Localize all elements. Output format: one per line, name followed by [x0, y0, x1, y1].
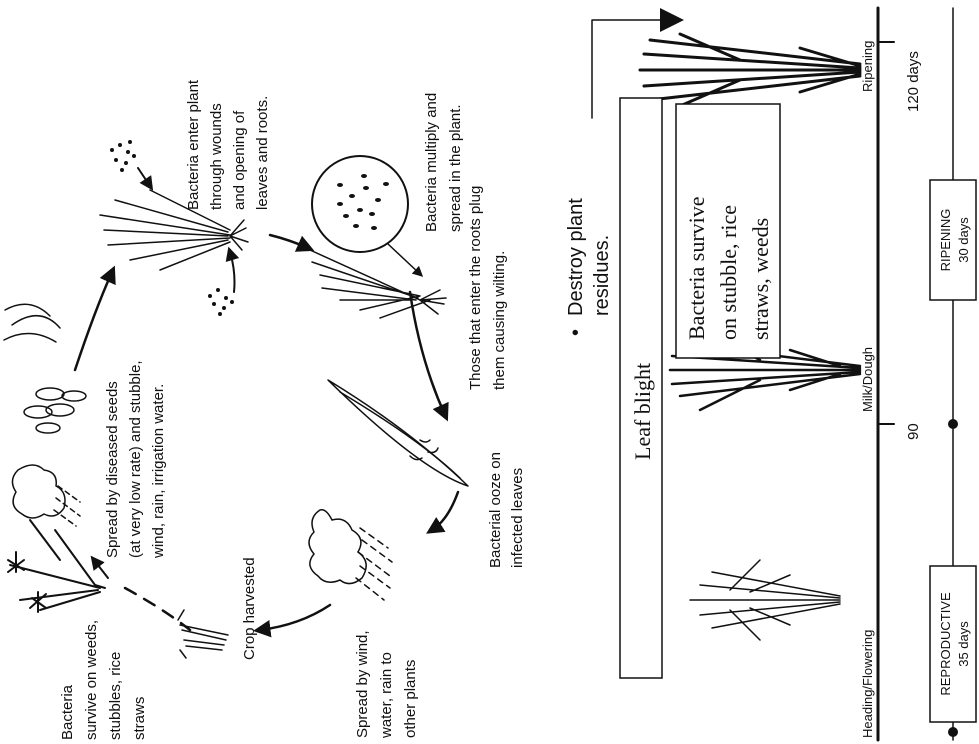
pointer-arrowhead [660, 8, 684, 32]
bullet-destroy: • [565, 329, 587, 336]
label-bacterial-ooze-line: infected leaves [509, 468, 526, 568]
seeds-wind-rain-illustration [4, 304, 86, 526]
label-destroy-residues-line: Destroy plant [565, 198, 587, 316]
label-bacteria-survive-weeds-line: straws [131, 697, 148, 740]
label-enter-plant-line: through wounds [208, 103, 225, 210]
label-bacterial-ooze-line: Bacterial ooze on [487, 452, 504, 568]
label-leaf-blight-line: Leaf blight [630, 363, 655, 460]
stage-ripening: Ripening [860, 41, 875, 92]
label-spread-by-seeds-line: Spread by diseased seeds [104, 381, 121, 558]
rain-cloud-bottom-illustration [309, 510, 392, 600]
phase-ripening-label-line: RIPENING [938, 209, 953, 272]
label-leaf-blight: Leaf blight [630, 363, 655, 460]
label-bacteria-survive-box: Bacteria survive on stubble, rice straws, … [684, 196, 773, 340]
weeds-illustration [8, 520, 105, 612]
tick-label-120-days: 120 days [905, 51, 922, 112]
phase-ripening-label-line: 30 days [956, 217, 971, 263]
label-spread-by-seeds-line: wind, rain, irrigation water. [150, 384, 167, 559]
label-roots-plug-line: them causing wilting. [491, 251, 508, 390]
label-roots-plug-line: Those that enter the roots plug [467, 186, 484, 390]
label-destroy-residues-line: residues. [591, 235, 613, 316]
label-bacteria-survive-box-line: Bacteria survive [684, 196, 709, 340]
plant-ripening [640, 34, 860, 106]
tick-label-90-line: 90 [905, 423, 922, 440]
diagram-labels: Bacteria survive on weeds, stubbles, rice s… [59, 41, 971, 740]
phase-reproductive-label-line: REPRODUCTIVE [938, 592, 953, 696]
label-crop-harvested: Crop harvested [241, 557, 258, 660]
label-spread-by-seeds: Spread by diseased seeds (at very low rat… [104, 360, 167, 559]
label-bacterial-ooze: Bacterial ooze on infected leaves [487, 452, 526, 568]
label-enter-plant-line: and opening of [231, 110, 248, 210]
label-multiply-spread-line: spread in the plant. [447, 104, 464, 232]
label-bacteria-survive-weeds-line: stubbles, rice [107, 652, 124, 740]
label-bacteria-survive-weeds-line: Bacteria [59, 684, 76, 740]
phase-marker-90 [948, 419, 958, 429]
phase-marker-start [948, 727, 958, 737]
infected-leaf-illustration [328, 380, 468, 486]
stage-heading-flowering: Heading/Flowering [860, 630, 875, 738]
label-crop-harvested-line: Crop harvested [241, 557, 258, 660]
stage-heading-flowering-line: Heading/Flowering [860, 630, 875, 738]
label-spread-by-wind-line: water, rain to [378, 652, 395, 739]
label-multiply-spread: Bacteria multiply and spread in the plant… [423, 93, 464, 232]
bacteria-dots-top [110, 140, 136, 172]
stage-milk-dough: Milk/Dough [860, 347, 875, 412]
label-bacteria-survive-weeds: Bacteria survive on weeds, stubbles, rice s… [59, 620, 148, 740]
label-bacteria-survive-box-line: on stubble, rice [716, 205, 741, 340]
label-spread-by-seeds-line: (at very low rate) and stubble, [127, 360, 144, 558]
bullet-destroy-line: • [565, 329, 587, 336]
bacteria-magnified-circle [312, 156, 408, 252]
harvested-crop-illustration [178, 610, 228, 658]
phase-reproductive-label-line: 35 days [956, 621, 971, 667]
bacteria-dots-lower [208, 288, 234, 316]
tick-label-120-days-line: 120 days [905, 51, 922, 112]
label-multiply-spread-line: Bacteria multiply and [423, 93, 440, 232]
label-spread-by-wind-line: other plants [402, 660, 419, 738]
label-enter-plant: Bacteria enter plant through wounds and op… [185, 79, 271, 210]
label-bacteria-survive-box-line: straws, weeds [748, 218, 773, 340]
label-roots-plug: Those that enter the roots plug them caus… [467, 186, 508, 390]
label-spread-by-wind: Spread by wind, water, rain to other plant… [354, 630, 419, 739]
label-enter-plant-line: Bacteria enter plant [185, 79, 202, 210]
wilted-plant-illustration [310, 250, 446, 318]
plant-heading-flowering [690, 560, 840, 640]
label-bacteria-survive-weeds-line: survive on weeds, [83, 620, 100, 740]
tick-label-90: 90 [905, 423, 922, 440]
label-spread-by-wind-line: Spread by wind, [354, 630, 371, 738]
disease-cycle [4, 140, 468, 658]
stage-milk-dough-line: Milk/Dough [860, 347, 875, 412]
young-plant-illustration [100, 190, 248, 270]
stage-ripening-line: Ripening [860, 41, 875, 92]
label-enter-plant-line: leaves and roots. [254, 96, 271, 210]
